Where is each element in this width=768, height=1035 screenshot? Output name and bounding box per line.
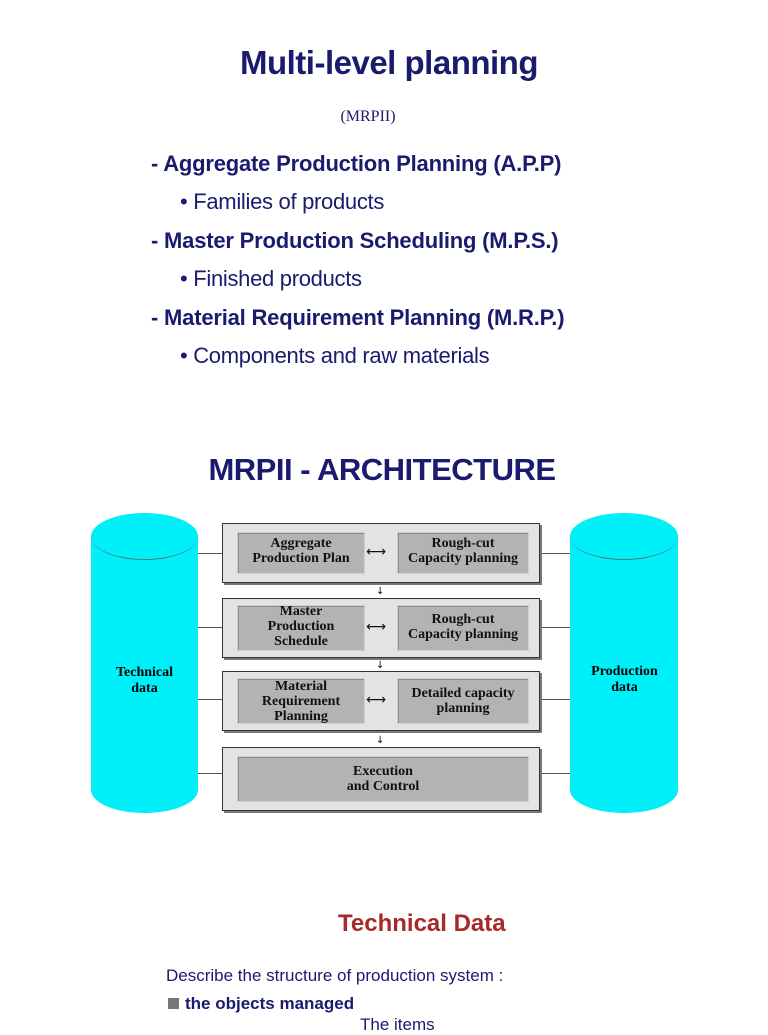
level-mrp: - Material Requirement Planning (M.R.P.) [151, 305, 565, 330]
connector-line [540, 627, 570, 628]
page-title: Multi-level planning [239, 44, 539, 81]
mrp-box [237, 678, 365, 724]
connector-line [540, 553, 570, 554]
technical-data-store-bottom [91, 767, 198, 813]
double-arrow-icon: ⟷ [366, 692, 387, 708]
connector-line [198, 699, 222, 700]
production-data-store-bottom [570, 767, 678, 813]
connector-line [540, 773, 570, 774]
connector-line [198, 627, 222, 628]
level-mrp-detail: • Components and raw materials [180, 343, 490, 368]
double-arrow-icon: ⟷ [366, 619, 387, 635]
mps-capacity-box [397, 605, 529, 651]
bullet-item: the objects managed [168, 994, 354, 1014]
section-title: Technical Data [338, 910, 506, 937]
square-bullet-icon [168, 998, 179, 1009]
page-subtitle: (MRPII) [340, 108, 396, 125]
connector-line [540, 699, 570, 700]
level-app: - Aggregate Production Planning (A.P.P) [151, 151, 562, 176]
connector-line [198, 773, 222, 774]
technical-data-store-top [91, 513, 198, 560]
mrp-capacity-box [397, 678, 529, 724]
app-box [237, 532, 365, 574]
down-arrow-icon: ↓ [376, 586, 385, 597]
level-mps-detail: • Finished products [180, 266, 362, 291]
section-description: Describe the structure of production sys… [166, 966, 504, 985]
architecture-title: MRPII - ARCHITECTURE [208, 452, 556, 487]
mps-box [237, 605, 365, 651]
production-data-store-top [570, 513, 678, 560]
production-data-store [570, 535, 678, 790]
connector-line [198, 553, 222, 554]
bullet-label: the objects managed [185, 994, 355, 1013]
app-capacity-box [397, 532, 529, 574]
level-mps: - Master Production Scheduling (M.P.S.) [151, 228, 559, 253]
level-app-detail: • Families of products [180, 189, 385, 214]
cut-off-text: The items [360, 1015, 435, 1034]
technical-data-store [91, 535, 198, 790]
execution-box [237, 756, 529, 802]
down-arrow-icon: ↓ [376, 735, 385, 746]
down-arrow-icon: ↓ [376, 660, 385, 671]
double-arrow-icon: ⟷ [366, 544, 387, 560]
